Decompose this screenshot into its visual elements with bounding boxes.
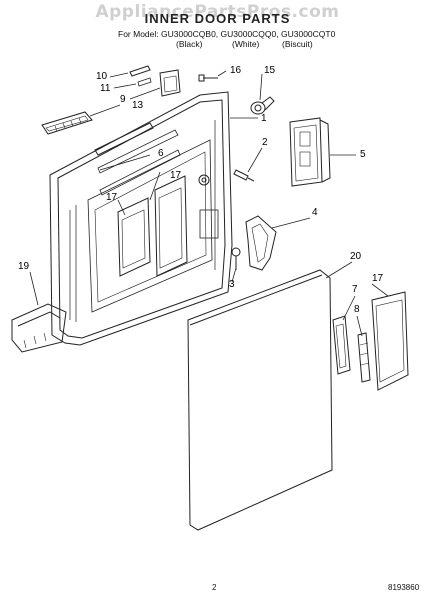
callout-1: 1: [261, 113, 267, 124]
diagram-title: INNER DOOR PARTS: [144, 11, 291, 26]
part-7-hinge: [332, 315, 351, 375]
callout-17a: 17: [170, 170, 182, 181]
callout-4: 4: [312, 207, 318, 218]
callout-10: 10: [96, 71, 108, 82]
part-19-cover: [11, 303, 67, 353]
callout-7: 7: [352, 284, 358, 295]
callout-13: 15: [264, 65, 276, 76]
callout-16: 17: [372, 273, 384, 284]
part-9-bracket: [129, 65, 181, 97]
leader-lines: [29, 70, 389, 337]
callout-11: 11: [100, 83, 111, 94]
callout-5: 5: [360, 149, 366, 160]
callout-3: 3: [229, 279, 235, 290]
page-number: 2: [212, 583, 217, 592]
part-5-dispenser: [289, 117, 331, 187]
callout-20: 20: [350, 251, 362, 262]
callout-9: 9: [120, 94, 126, 105]
part-13-knob: [250, 96, 275, 115]
part-3-bolt: [231, 247, 241, 270]
callout-8: 8: [354, 304, 360, 315]
part-8-spring: [357, 332, 371, 383]
document-number: 8193860: [388, 583, 420, 592]
model-line: For Model: GU3000CQB0, GU3000CQQ0, GU300…: [118, 29, 336, 39]
variant-white: (White): [232, 39, 260, 49]
variant-biscuit: (Biscuit): [282, 39, 313, 49]
part-2-screw: [233, 169, 255, 182]
variant-black: (Black): [176, 39, 203, 49]
part-16-side-trim: [371, 291, 409, 391]
callout-6: 6: [158, 148, 164, 159]
callout-17b: 17: [106, 192, 118, 203]
callout-15: 16: [230, 65, 242, 76]
callout-19: 19: [18, 261, 30, 272]
part-12-vent: [41, 111, 93, 135]
callout-12: 13: [132, 100, 144, 111]
part-20-outer-panel: [187, 269, 333, 531]
inner-door-panel: [49, 91, 233, 346]
part-4-latch: [245, 215, 277, 271]
part-15-screw: [198, 74, 218, 82]
watermark: AppliancePartsPros.com: [95, 2, 340, 22]
callout-2: 2: [262, 137, 268, 148]
